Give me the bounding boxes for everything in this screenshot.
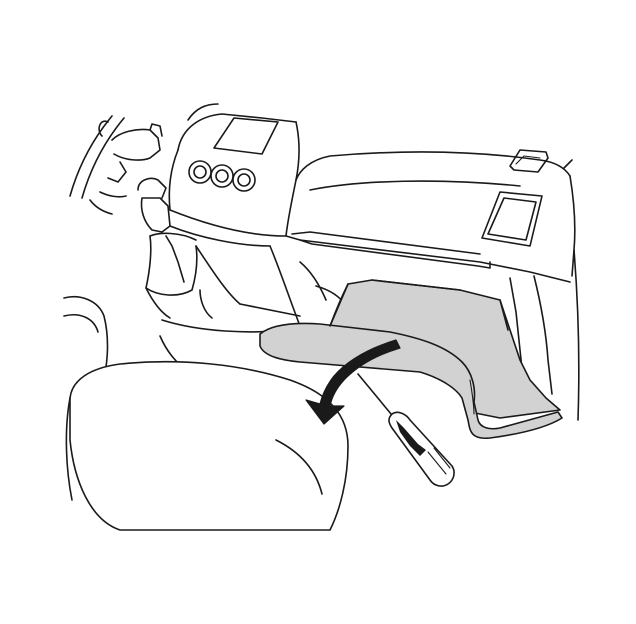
- side-air-vent: [482, 192, 542, 246]
- steering-wheel: [70, 116, 162, 214]
- instrument-cluster: [178, 104, 299, 180]
- center-console: [138, 150, 300, 332]
- screwdriver: [358, 374, 454, 486]
- dashboard-knobs: [189, 161, 255, 191]
